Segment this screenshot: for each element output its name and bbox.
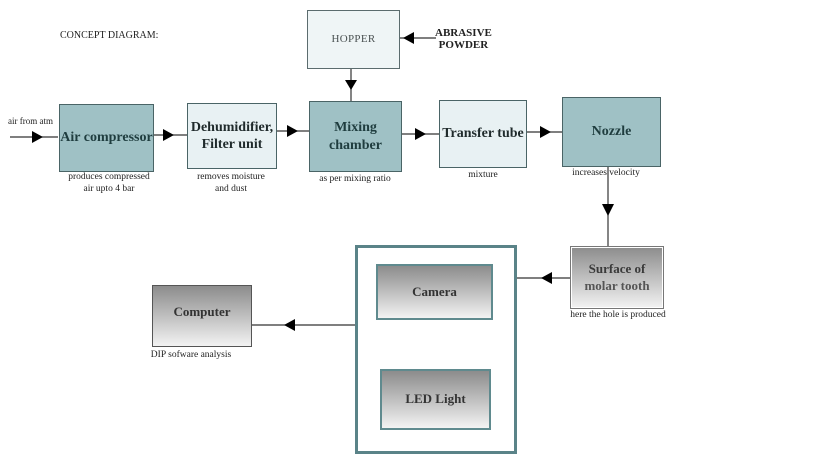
arrow-left-icon — [541, 272, 552, 284]
note-line: and dust — [215, 183, 247, 194]
camera-label: Camera — [412, 283, 457, 299]
transfer-tube-note: mixture — [468, 170, 498, 180]
label-line: molar tooth — [584, 277, 650, 293]
surface-label: Surface of molar tooth — [584, 261, 649, 294]
air-compressor-box: Air compressor — [59, 104, 154, 172]
label-line: chamber — [329, 137, 382, 153]
transfer-tube-box: Transfer tube — [439, 100, 527, 168]
dehumidifier-note: removes moisture and dust — [186, 172, 276, 196]
dehumidifier-label: Dehumidifier, Filter unit — [191, 119, 273, 154]
surface-box: Surface of molar tooth — [570, 246, 664, 309]
surface-note: here the hole is produced — [570, 310, 666, 320]
arrow-down-icon — [602, 204, 614, 216]
arrow-right-icon — [540, 126, 551, 138]
transfer-tube-label: Transfer tube — [442, 126, 524, 142]
label-line: Mixing — [334, 120, 377, 135]
led-light-label: LED Light — [405, 391, 466, 407]
computer-note: DIP sofware analysis — [150, 350, 232, 360]
air-compressor-label: Air compressor — [60, 130, 153, 146]
label-line: Filter unit — [201, 137, 263, 152]
led-light-box: LED Light — [380, 369, 491, 430]
air-compressor-note: produces compressed air upto 4 bar — [62, 172, 156, 196]
arrow-right-icon — [415, 128, 426, 140]
mixing-chamber-box: Mixing chamber — [309, 101, 402, 172]
hopper-label: HOPPER — [331, 32, 376, 45]
label-line: Dehumidifier, — [190, 119, 274, 135]
arrow-right-icon — [163, 129, 174, 141]
dehumidifier-box: Dehumidifier, Filter unit — [187, 103, 277, 169]
abrasive-powder-label: ABRASIVE POWDER — [435, 27, 492, 51]
label-line: Surface of — [588, 261, 646, 277]
computer-box: Computer — [152, 285, 252, 347]
mixing-chamber-label: Mixing chamber — [329, 119, 382, 154]
arrow-left-icon — [403, 32, 414, 44]
arrow-left-icon — [284, 319, 295, 331]
hopper-box: HOPPER — [307, 10, 400, 69]
note-line: removes moisture — [197, 172, 265, 182]
nozzle-box: Nozzle — [562, 97, 661, 167]
arrow-right-icon — [32, 131, 43, 143]
diagram-title: CONCEPT DIAGRAM: — [60, 30, 159, 41]
note-line: air upto 4 bar — [83, 183, 135, 194]
computer-label: Computer — [173, 303, 231, 319]
mixing-chamber-note: as per mixing ratio — [319, 174, 391, 184]
arrow-right-icon — [287, 125, 298, 137]
abrasive-line-1: ABRASIVE — [435, 27, 492, 39]
input-label: air from atm — [8, 116, 53, 126]
abrasive-line-2: POWDER — [438, 39, 489, 52]
note-line: produces compressed — [68, 172, 150, 182]
camera-box: Camera — [376, 264, 493, 320]
arrow-down-icon — [345, 80, 357, 90]
nozzle-note: increases velocity — [572, 168, 640, 178]
nozzle-label: Nozzle — [591, 124, 632, 140]
